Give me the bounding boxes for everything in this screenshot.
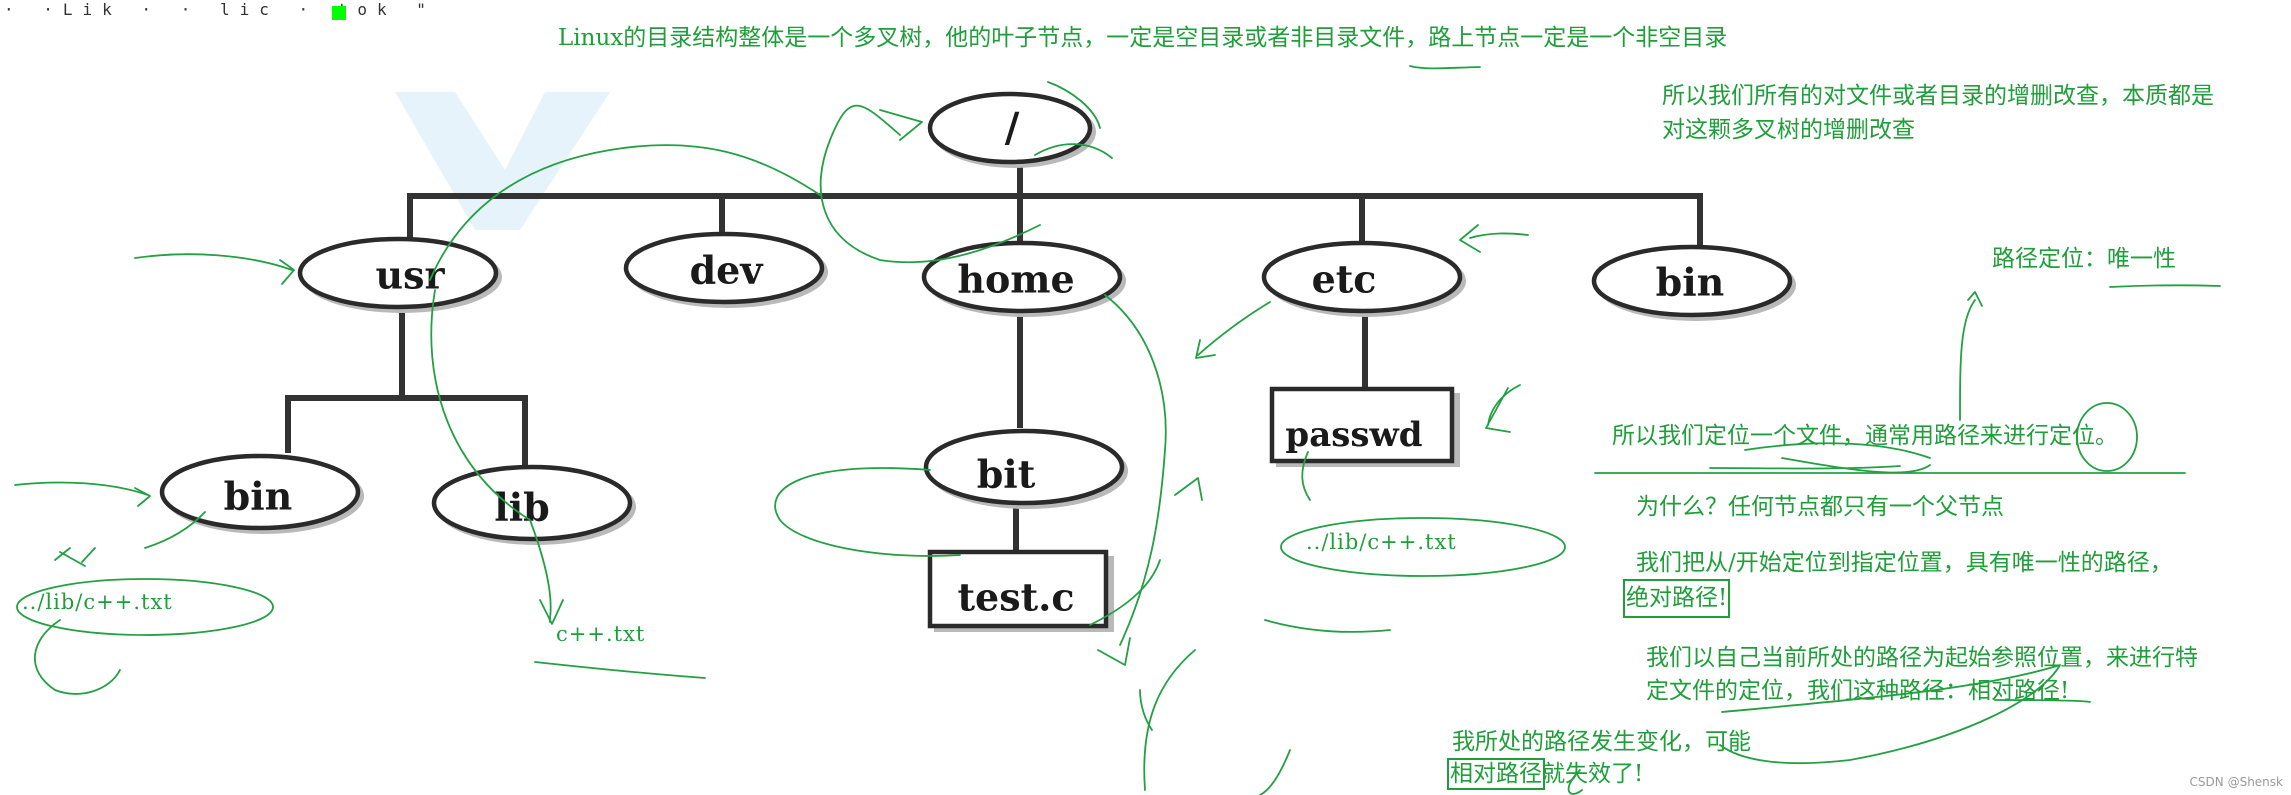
path-change-line1: 我所处的路径发生变化，可能 [1452, 729, 1751, 755]
node-etc: etc [1261, 240, 1466, 317]
node-passwd: passwd [1269, 386, 1460, 467]
path-unique-note: 路径定位：唯一性 [1992, 246, 2176, 272]
crud-note-line1: 所以我们所有的对文件或者目录的增删改查，本质都是 [1662, 83, 2214, 109]
ink-strokes [14, 65, 2221, 795]
file-cpp-txt: c++.txt [556, 622, 646, 646]
node-dev-label: dev [690, 248, 765, 293]
node-usr-lib: lib [431, 464, 636, 545]
absolute-path-label: 绝对路径! [1622, 579, 1731, 618]
node-dev: dev [623, 231, 828, 308]
relative-path-line1: 我们以自己当前所处的路径为起始参照位置，来进行特 [1646, 645, 2198, 671]
path-change-line2: 相对路径就失效了! [1447, 758, 1644, 791]
why-note: 为什么？任何节点都只有一个父节点 [1636, 494, 2004, 520]
node-home-label: home [957, 257, 1074, 302]
tree-nodes: / usr dev home etc bin [159, 91, 1796, 632]
node-home: home [921, 240, 1126, 317]
node-usr-bin-label: bin [224, 474, 293, 519]
node-usr-lib-label: lib [494, 485, 549, 530]
node-usr-bin: bin [159, 453, 364, 534]
node-passwd-label: passwd [1285, 415, 1422, 455]
node-root: / [927, 91, 1096, 168]
node-test-c: test.c [927, 549, 1114, 632]
crud-note-line2: 对这颗多叉树的增删改查 [1662, 117, 1915, 143]
node-usr-label: usr [375, 253, 445, 298]
node-bit: bit [923, 428, 1128, 509]
node-root-label: / [1005, 105, 1020, 152]
top-note: Linux的目录结构整体是一个多叉树，他的叶子节点，一定是空目录或者非目录文件，… [558, 25, 1728, 51]
terminal-cursor [332, 6, 346, 20]
terminal-fragment: · ·Lik · · lic · tok " [4, 0, 436, 19]
node-bin: bin [1591, 244, 1796, 321]
node-test-c-label: test.c [957, 575, 1074, 620]
relative-path-boxed: 相对路径 [1447, 758, 1545, 790]
watermark-text: CSDN @Shensk [2189, 775, 2283, 789]
locate-note: 所以我们定位一个文件，通常用路径来进行定位。 [1612, 423, 2118, 449]
absolute-path-line1: 我们把从/开始定位到指定位置，具有唯一性的路径， [1636, 550, 2173, 576]
relative-example-right: ../lib/c++.txt [1306, 530, 1457, 554]
watermark-logo [395, 92, 610, 230]
node-bit-label: bit [977, 452, 1036, 497]
node-bin-label: bin [1656, 260, 1725, 305]
node-etc-label: etc [1312, 257, 1377, 302]
tree-edges [285, 157, 1703, 555]
path-change-rest: 就失效了! [1542, 761, 1644, 787]
relative-path-line2: 定文件的定位，我们这种路径：相对路径! [1646, 678, 2070, 704]
relative-example-left: ../lib/c++.txt [22, 590, 173, 614]
node-usr: usr [297, 236, 502, 313]
